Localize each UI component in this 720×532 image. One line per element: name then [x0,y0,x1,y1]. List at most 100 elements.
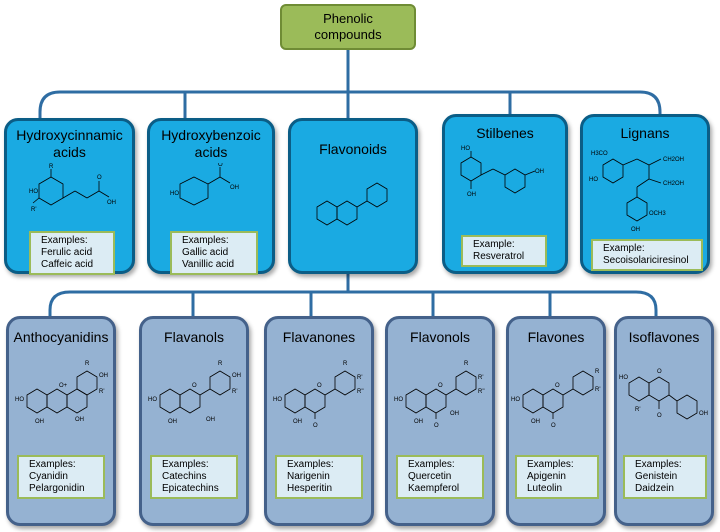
examples-box: Examples: Cyanidin Pelargonidin [17,455,105,499]
example-item: Secoisolariciresinol [603,255,689,266]
examples-heading: Example: [473,239,515,250]
structure-label: O [192,383,197,389]
structure-label: R' [595,387,600,393]
structure-label: OH [206,417,215,423]
example-item: Pelargonidin [29,483,85,494]
stilbene-structure: HO OH OH [460,146,544,198]
example-item: Kaempferol [408,483,460,494]
structure-label: HO [394,397,403,403]
examples-box: Example: Secoisolariciresinol [591,239,703,271]
class-lignans: Lignans H3CO HO CH2OH CH2OH OCH3 OH Exam… [580,114,710,274]
flavonoid-skeleton-structure [316,182,388,226]
structure-label: R' [357,375,362,381]
class-title: Lignans [620,125,670,141]
examples-heading: Examples: [182,235,229,246]
structure-label: OH [230,185,239,191]
structure-label: HO [619,375,628,381]
example-item: Gallic acid [182,247,229,258]
examples-box: Example: Resveratrol [461,235,547,267]
structure-label: OH [168,419,177,425]
subclass-isoflavones: Isoflavones HO O R' O OH Examples: Genis… [614,316,714,526]
structure-label: OH [99,373,108,379]
structure-label: R' [232,389,237,395]
root-label-line2: compounds [314,27,382,42]
root-label-line1: Phenolic [323,11,373,26]
examples-heading: Examples: [527,459,574,470]
structure-label: O [657,369,662,375]
structure-label: O [218,163,223,168]
structure-label: OH [450,411,459,417]
class-hydroxycinnamic-acids: Hydroxycinnamic acids R HO R' O OH Examp… [4,118,135,275]
structure-label: R [595,369,600,375]
examples-box: Examples: Narigenin Hesperitin [275,455,363,499]
structure-label: OH [699,411,708,417]
example-item: Vanillic acid [182,259,235,270]
examples-box: Examples: Genistein Daidzein [623,455,707,499]
structure-label: R [464,361,469,367]
subclass-flavanones: Flavanones R HO O R' R'' OH O Examples: … [264,316,374,526]
examples-heading: Examples: [29,459,76,470]
example-item: Resveratrol [473,251,525,262]
examples-heading: Examples: [635,459,682,470]
anthocyanidin-structure: R OH HO O+ R' OH OH [15,361,108,425]
structure-label: R' [635,407,640,413]
examples-box: Examples: Ferulic acid Caffeic acid [29,231,115,275]
structure-label: OH [35,419,44,425]
structure-label: R [343,361,348,367]
example-item: Quercetin [408,471,452,482]
example-item: Apigenin [527,471,566,482]
structure-label: OCH3 [649,211,666,217]
examples-heading: Examples: [408,459,455,470]
example-item: Cyanidin [29,471,68,482]
subclass-anthocyanidins: Anthocyanidins R OH HO O+ R' OH OH Examp… [6,316,116,526]
structure-label: O [313,423,318,429]
structure-label: CH2OH [663,181,684,187]
structure-label: R' [99,389,104,395]
class-title-line2: acids [53,144,86,160]
structure-label: R' [31,207,36,213]
isoflavone-structure: HO O R' O OH [619,369,708,420]
structure-label: HO [589,177,598,183]
subclass-title: Isoflavones [628,329,700,345]
class-title: Stilbenes [476,125,534,141]
examples-heading: Example: [603,243,645,254]
structure-label: HO [29,189,38,195]
example-item: Ferulic acid [41,247,93,258]
structure-label: HO [148,397,157,403]
structure-label: OH [531,419,540,425]
example-item: Luteolin [527,483,563,494]
structure-label: OH [535,169,544,175]
subclass-title: Flavanols [164,329,224,345]
examples-box: Examples: Quercetin Kaempferol [396,455,484,499]
flavanol-structure: R OH HO O R' OH OH [148,361,241,425]
subclass-flavones: Flavones R HO O R' OH O Examples: Apigen… [506,316,606,526]
example-item: Hesperitin [287,483,333,494]
structure-label: OH [293,419,302,425]
example-item: Caffeic acid [41,259,94,270]
structure-label: OH [107,200,116,206]
structure-label: HO [461,146,470,152]
structure-label: OH [232,373,241,379]
structure-label: O [555,383,560,389]
class-stilbenes: Stilbenes HO OH OH Example: Resveratrol [442,114,568,274]
structure-label: O [434,423,439,429]
structure-label: R'' [478,389,485,395]
structure-label: H3CO [591,151,608,157]
structure-label: R [218,361,223,367]
example-item: Narigenin [287,471,330,482]
structure-label: OH [75,417,84,423]
structure-label: O [97,175,102,181]
class-title: Hydroxybenzoic [161,127,261,143]
subclass-title: Flavones [527,329,585,345]
class-flavonoids: Flavonoids [288,118,418,274]
hydroxybenzoic-structure: HO O OH [170,163,239,206]
root-node: Phenolic compounds [280,4,416,50]
subclass-flavanols: Flavanols R OH HO O R' OH OH Examples: C… [139,316,249,526]
flavonol-structure: R HO O R' R'' OH OH O [394,361,485,429]
subclass-title: Flavonols [410,329,470,345]
structure-label: R'' [357,389,364,395]
example-item: Genistein [635,471,678,482]
structure-label: HO [511,397,520,403]
structure-label: CH2OH [663,157,684,163]
